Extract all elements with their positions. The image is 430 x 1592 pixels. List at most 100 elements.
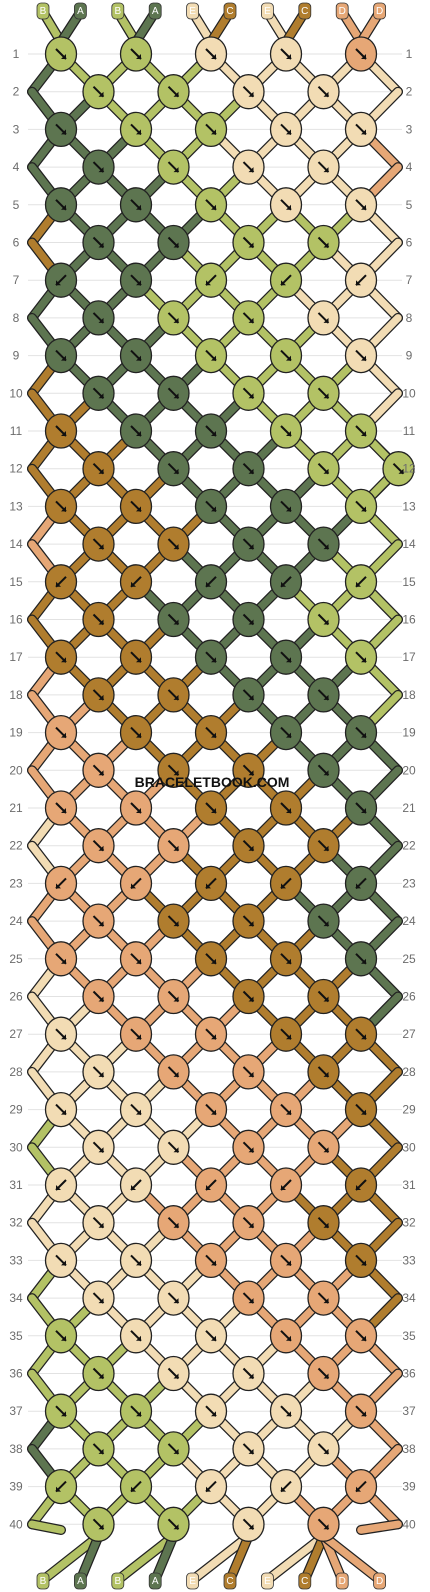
bottom-strand-letter: C bbox=[226, 1576, 233, 1587]
knot-arrow-head bbox=[323, 167, 329, 173]
knot-arrow-head bbox=[98, 694, 104, 700]
knot-arrow-head bbox=[173, 1147, 179, 1153]
row-number-left: 31 bbox=[9, 1178, 23, 1192]
row-number-left: 2 bbox=[13, 85, 20, 99]
knot-arrow-head bbox=[323, 845, 329, 851]
knot-arrow-head bbox=[98, 921, 104, 927]
bottom-strand-tag bbox=[74, 1572, 87, 1590]
knot-arrow-head bbox=[173, 544, 179, 550]
knot-arrow-head bbox=[248, 1071, 254, 1077]
knot-arrow-head bbox=[211, 657, 216, 663]
knot-arrow-head bbox=[286, 431, 291, 436]
knot-arrow-head bbox=[323, 1373, 329, 1379]
row-number-right: 38 bbox=[402, 1442, 416, 1456]
knot-arrow-head bbox=[173, 468, 179, 474]
knot-arrow-head bbox=[61, 54, 66, 59]
knot-arrow-head bbox=[248, 468, 254, 474]
knot-arrow-head bbox=[361, 204, 366, 210]
knot-arrow-head bbox=[211, 204, 216, 210]
bottom-strand-end bbox=[263, 1532, 328, 1584]
knot-arrow-head bbox=[286, 1335, 291, 1341]
knot-arrow-head bbox=[98, 619, 104, 625]
knot-arrow-head bbox=[323, 1147, 329, 1153]
row-number-left: 38 bbox=[9, 1442, 23, 1456]
row-number-left: 35 bbox=[9, 1329, 23, 1343]
knot-arrow-head bbox=[56, 280, 61, 286]
knot-arrow-head bbox=[323, 544, 329, 550]
knot-arrow-head bbox=[173, 1298, 179, 1304]
knot-arrow-head bbox=[173, 393, 179, 399]
bottom-strand-tag bbox=[223, 1572, 237, 1590]
knot-arrow-head bbox=[211, 1034, 216, 1040]
knot-arrow-head bbox=[56, 581, 61, 587]
row-number-left: 26 bbox=[9, 990, 23, 1004]
knot-arrow-head bbox=[98, 393, 104, 399]
knot-arrow-head bbox=[356, 581, 361, 587]
knot-arrow-head bbox=[131, 1486, 136, 1492]
knot-arrow-head bbox=[98, 468, 104, 474]
knot-arrow-head bbox=[56, 1486, 61, 1492]
bottom-strand-tag bbox=[36, 1572, 50, 1590]
row-number-left: 17 bbox=[9, 650, 23, 664]
knot-arrow-head bbox=[248, 1147, 254, 1153]
knot-arrow-head bbox=[356, 1486, 361, 1492]
row-number-right: 9 bbox=[406, 349, 413, 363]
bottom-strand-end bbox=[188, 1532, 253, 1584]
knot-arrow-head bbox=[98, 1373, 104, 1379]
knot-arrow-head bbox=[173, 619, 179, 625]
knot-arrow-head bbox=[248, 1222, 254, 1228]
row-number-right: 24 bbox=[402, 914, 416, 928]
knot-arrow-head bbox=[248, 167, 254, 173]
row-number-right: 11 bbox=[403, 424, 416, 438]
knot-arrow-head bbox=[286, 204, 291, 210]
knot-arrow-head bbox=[136, 129, 141, 135]
knot-arrow-head bbox=[98, 317, 104, 323]
knot-arrow-head bbox=[211, 808, 216, 813]
row-number-left: 24 bbox=[9, 914, 23, 928]
top-strand-letter: A bbox=[77, 6, 84, 17]
knot-arrow-head bbox=[98, 845, 104, 851]
knot-arrow-head bbox=[286, 506, 291, 512]
knot-arrow-head bbox=[286, 1034, 291, 1040]
knot-arrow-head bbox=[211, 1109, 216, 1115]
knot-arrow-head bbox=[361, 732, 366, 738]
top-strand-letter: B bbox=[114, 6, 121, 17]
row-number-left: 25 bbox=[9, 952, 23, 966]
row-number-left: 13 bbox=[9, 499, 23, 513]
knot-arrow-head bbox=[131, 1185, 136, 1190]
bottom-strand-letter: D bbox=[376, 1576, 383, 1587]
knot-arrow-head bbox=[61, 1411, 66, 1417]
knot-arrow-head bbox=[206, 581, 211, 587]
bottom-strand-letter: E bbox=[189, 1576, 196, 1587]
bottom-strand-tag bbox=[373, 1572, 387, 1590]
knot-arrow-head bbox=[173, 1071, 179, 1077]
row-number-right: 17 bbox=[402, 650, 416, 664]
top-strand-tag bbox=[148, 2, 162, 20]
top-strand-tag bbox=[260, 2, 274, 20]
knot-arrow-head bbox=[248, 1448, 254, 1454]
knot-arrow-head bbox=[136, 1335, 141, 1341]
knot-arrow-head bbox=[286, 1411, 291, 1417]
knot-arrow-head bbox=[248, 845, 254, 851]
bottom-strand-letter: A bbox=[77, 1576, 84, 1587]
top-strand-letter: B bbox=[40, 6, 47, 17]
top-strand-tag bbox=[298, 2, 312, 20]
knot-arrow-head bbox=[281, 280, 286, 286]
row-number-right: 14 bbox=[402, 537, 416, 551]
row-number-left: 15 bbox=[9, 575, 23, 589]
knot-arrow-head bbox=[61, 506, 66, 512]
knot-arrow-head bbox=[98, 1298, 104, 1304]
knot-arrow-head bbox=[56, 1185, 61, 1190]
row-number-right: 30 bbox=[402, 1140, 416, 1154]
knot-arrow-head bbox=[248, 619, 254, 625]
top-strand-letter: C bbox=[301, 6, 308, 17]
knot-arrow-head bbox=[361, 808, 366, 813]
knot-layer bbox=[44, 36, 415, 1542]
row-number-right: 1 bbox=[406, 47, 413, 61]
bottom-strand-end bbox=[320, 1532, 384, 1584]
row-number-right: 31 bbox=[402, 1178, 416, 1192]
row-number-right: 34 bbox=[402, 1291, 416, 1305]
row-number-right: 3 bbox=[406, 122, 413, 136]
row-number-left: 27 bbox=[9, 1027, 23, 1041]
